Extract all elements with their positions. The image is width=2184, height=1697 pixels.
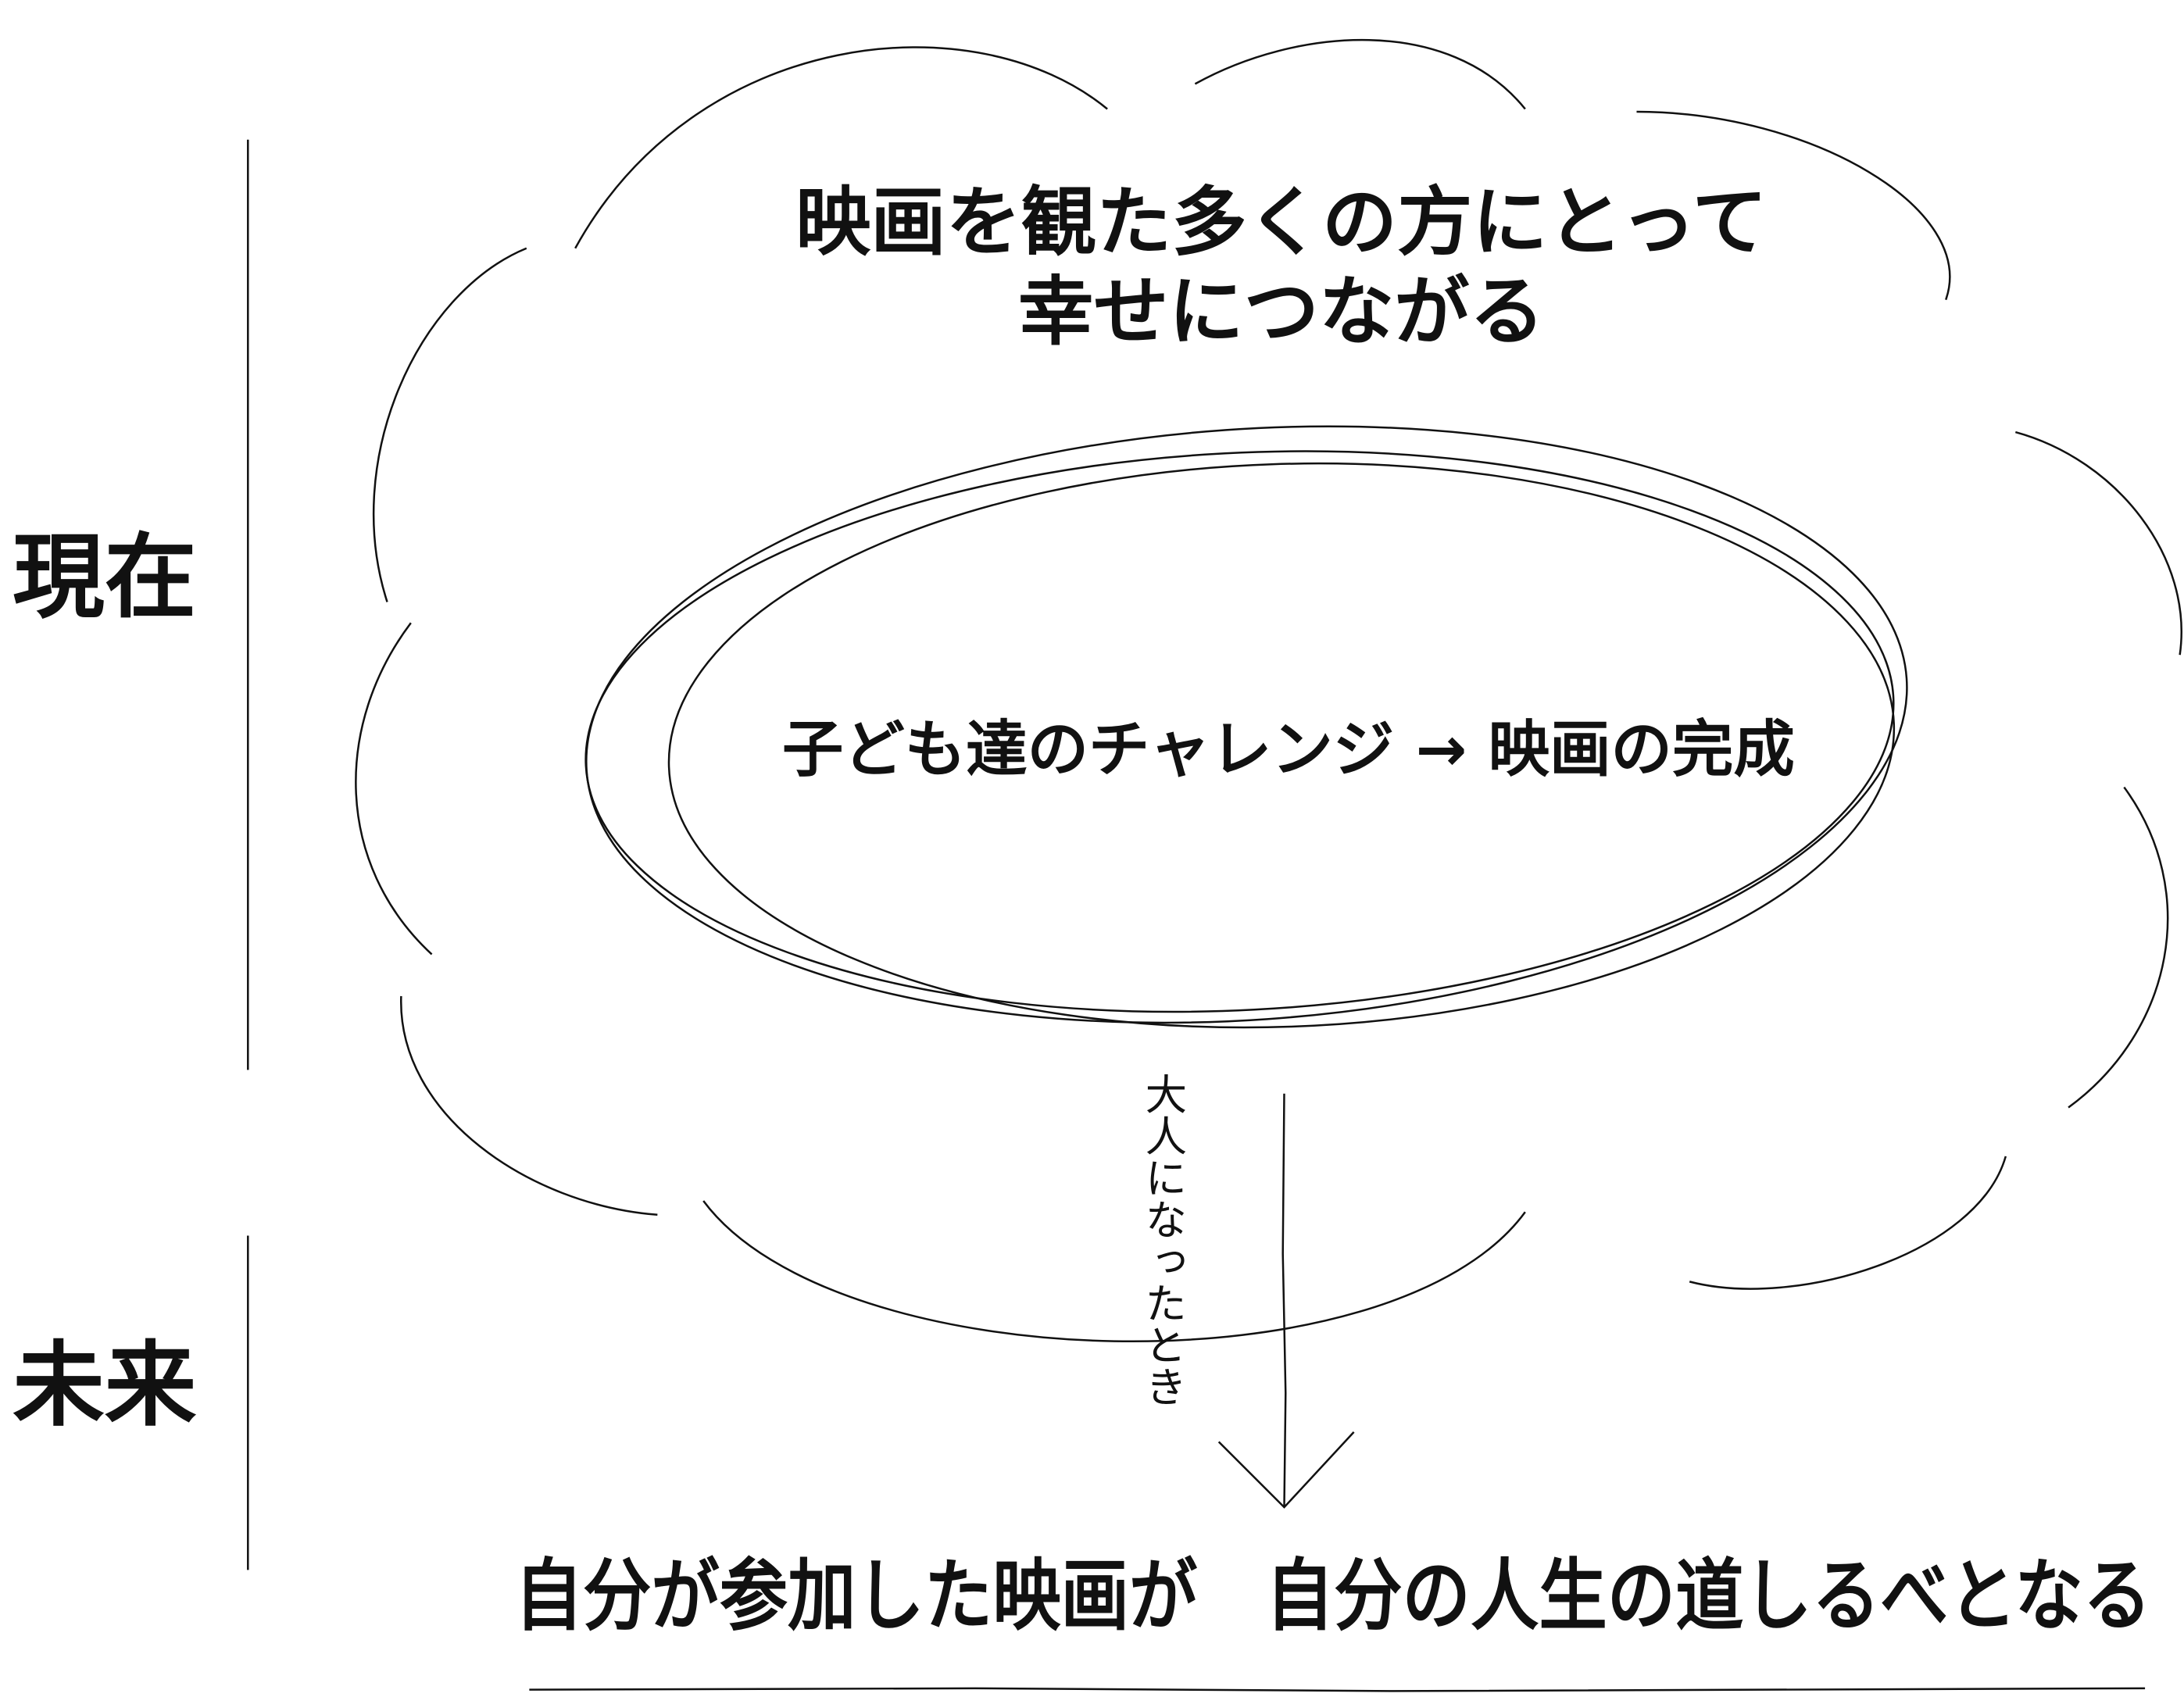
- arrow-label: 大人になったとき: [1138, 1073, 1188, 1407]
- ellipse-text: 子ども達のチャレンジ → 映画の完成: [782, 714, 1795, 785]
- cloud-text-line2: 幸せにつながる: [1018, 268, 1545, 355]
- label-future: 未来: [13, 1331, 197, 1438]
- down-arrow-icon: [1217, 1093, 1355, 1509]
- bottom-statement: 自分が参加した映画が 自分の人生の道しるべとなる: [515, 1550, 2151, 1642]
- cloud-text-line1: 映画を観た多くの方にとって: [795, 179, 1768, 266]
- bottom-underline: [529, 1687, 2146, 1692]
- challenge-ellipses: [584, 425, 1908, 1029]
- cloud-outline: [355, 38, 2182, 1342]
- label-present: 現在: [13, 523, 196, 631]
